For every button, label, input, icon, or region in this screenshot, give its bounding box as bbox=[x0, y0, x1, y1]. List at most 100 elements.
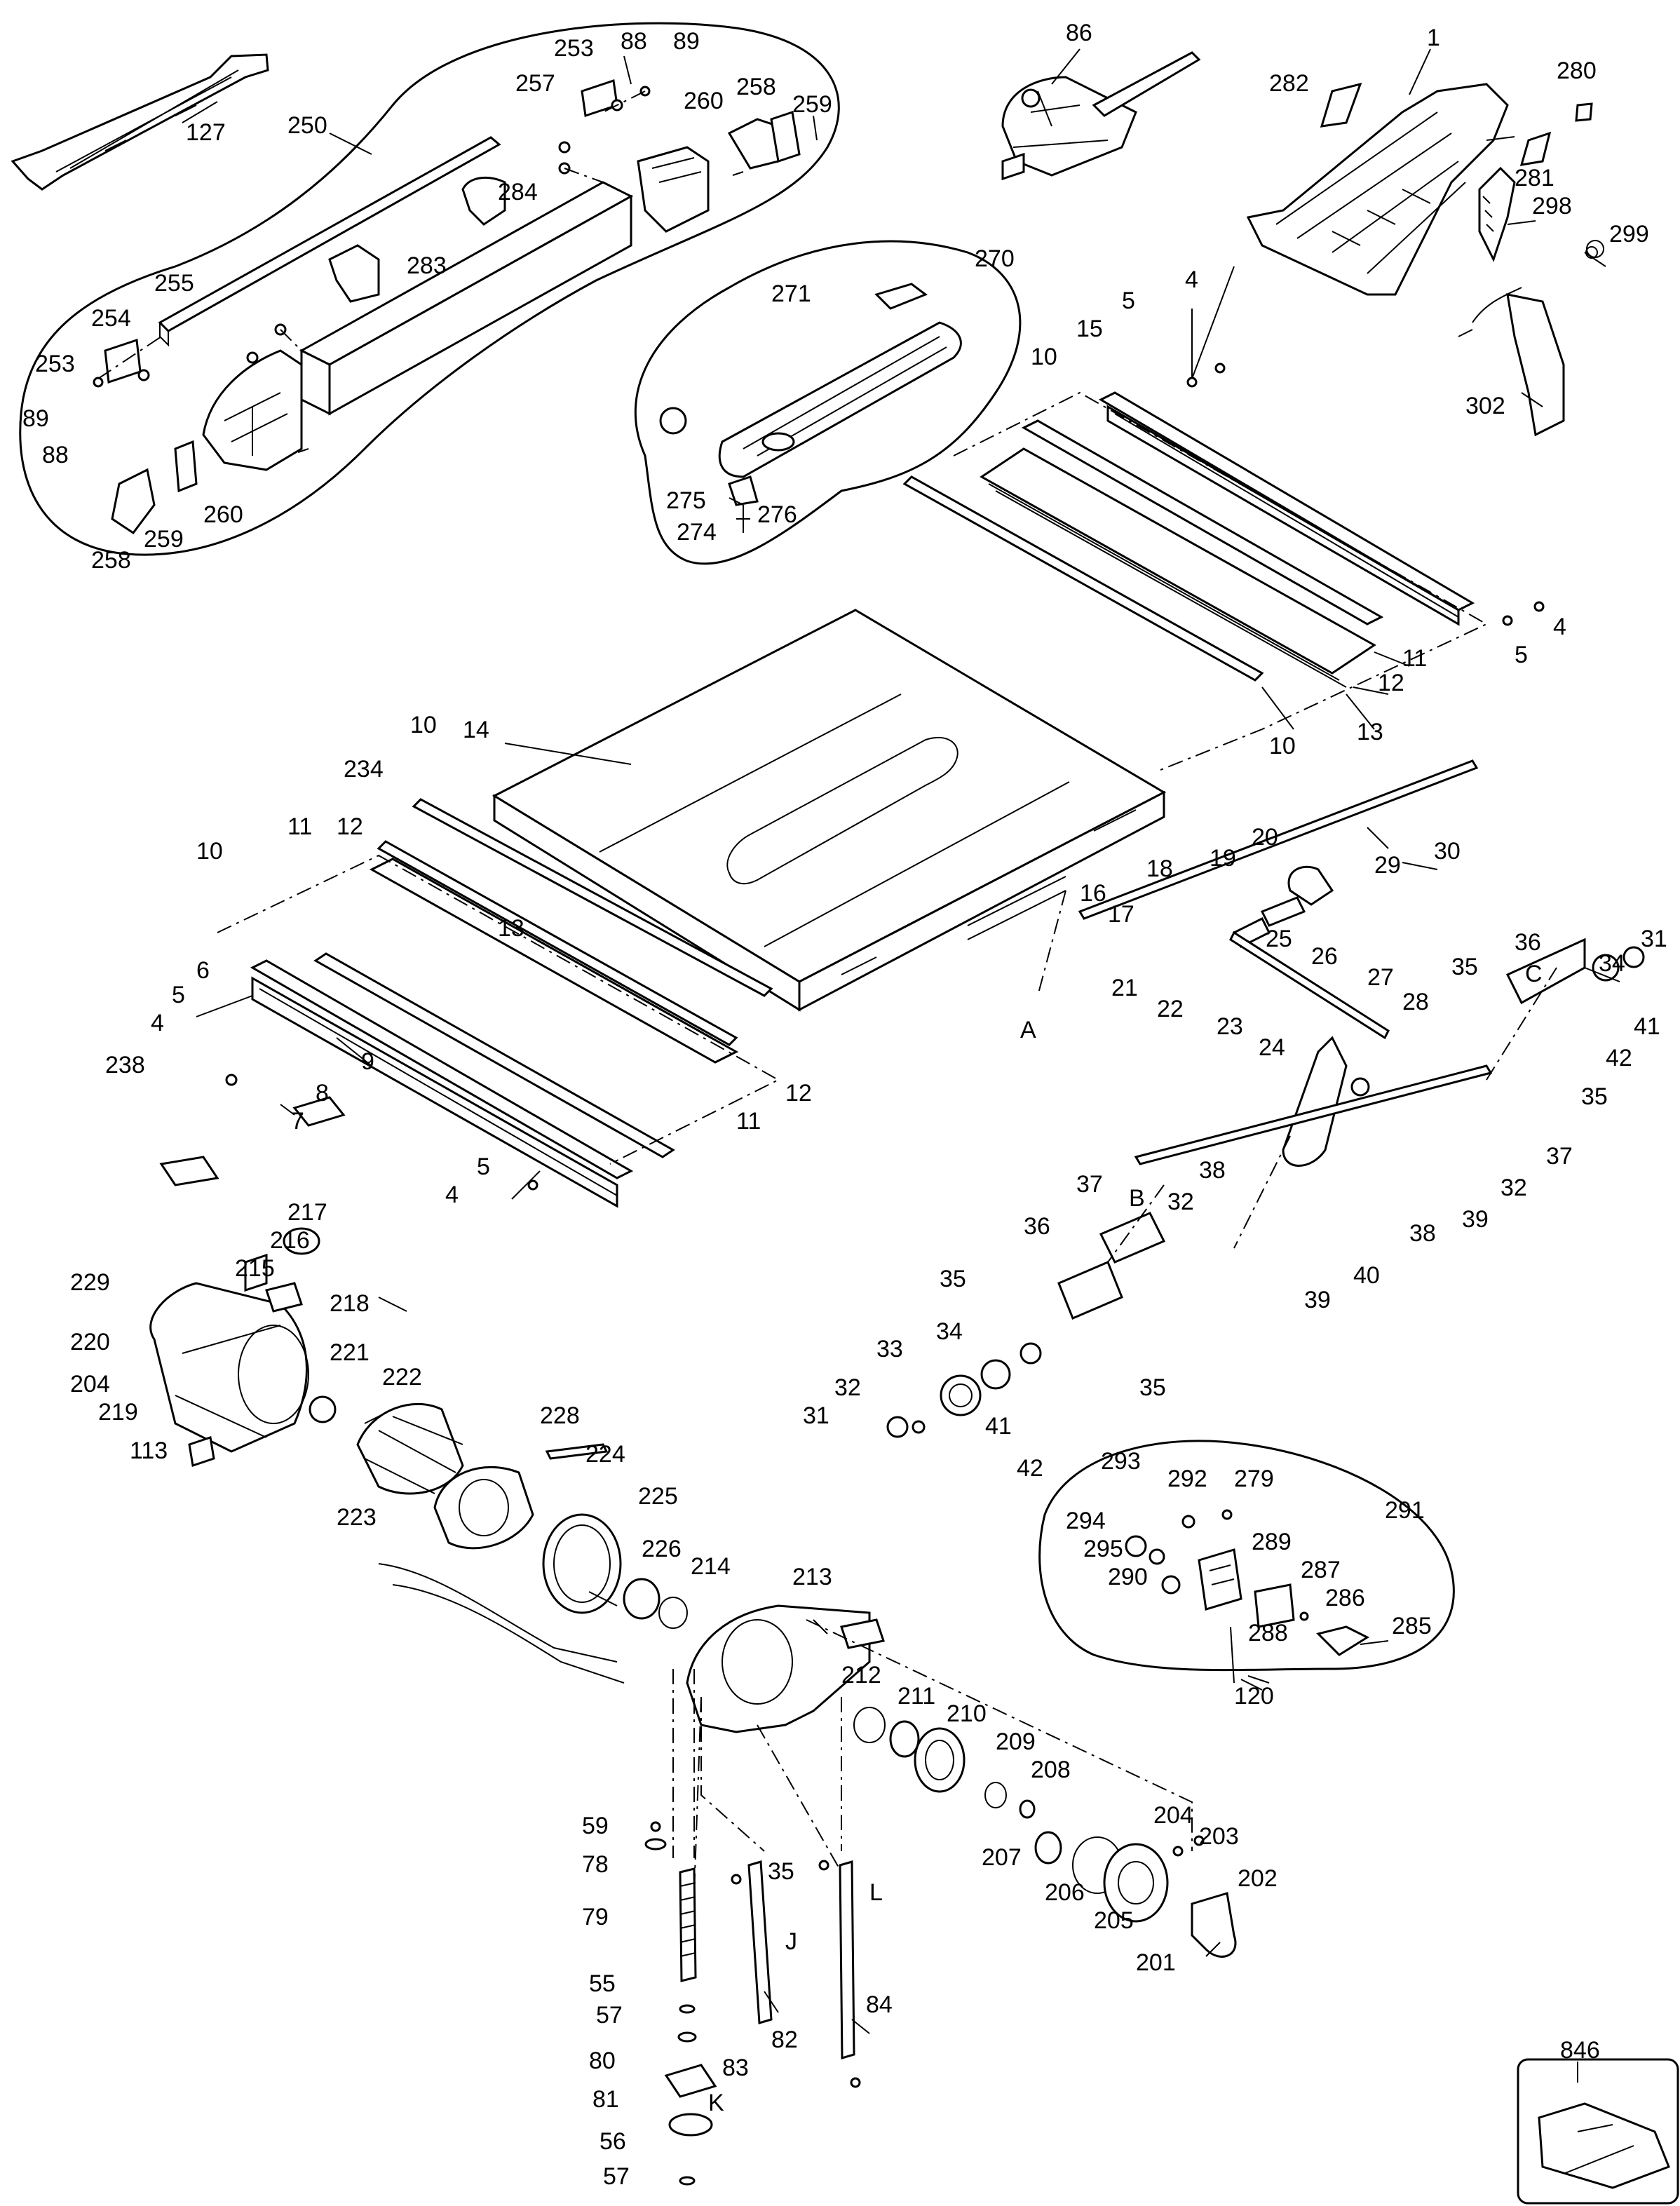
callout-81: 81 bbox=[592, 2086, 619, 2113]
callout-204b: 204 bbox=[1153, 1802, 1193, 1829]
callout-291: 291 bbox=[1385, 1497, 1425, 1524]
callout-205: 205 bbox=[1094, 1907, 1134, 1934]
callout-37a: 37 bbox=[1546, 1143, 1573, 1170]
callout-212: 212 bbox=[841, 1662, 881, 1689]
callout-57a: 57 bbox=[596, 2002, 623, 2029]
callout-260b: 260 bbox=[203, 501, 243, 528]
callout-18: 18 bbox=[1146, 855, 1173, 882]
callout-222: 222 bbox=[382, 1364, 422, 1390]
callout-27: 27 bbox=[1367, 964, 1394, 991]
callout-34b: 34 bbox=[936, 1318, 963, 1345]
callout-210: 210 bbox=[947, 1700, 987, 1727]
callout-217: 217 bbox=[287, 1199, 327, 1226]
callout-1: 1 bbox=[1427, 25, 1440, 51]
callout-224: 224 bbox=[585, 1441, 625, 1468]
callout-36b: 36 bbox=[1024, 1213, 1050, 1240]
callout-80: 80 bbox=[589, 2048, 616, 2074]
callout-229: 229 bbox=[70, 1269, 110, 1296]
callout-78: 78 bbox=[582, 1851, 609, 1878]
connector-B: B bbox=[1129, 1185, 1145, 1212]
support-posts bbox=[700, 1697, 861, 2088]
callout-299: 299 bbox=[1609, 221, 1649, 248]
callout-41a: 41 bbox=[1634, 1013, 1660, 1040]
rip-fence-assembly bbox=[19, 22, 840, 556]
callout-19: 19 bbox=[1210, 845, 1236, 872]
callout-13b: 13 bbox=[498, 915, 524, 942]
callout-201: 201 bbox=[1136, 1949, 1176, 1976]
gear-case bbox=[686, 1604, 1237, 1958]
callout-120: 120 bbox=[1234, 1683, 1274, 1710]
connector-J: J bbox=[785, 1928, 797, 1955]
callout-258a: 258 bbox=[736, 74, 776, 100]
push-stick bbox=[11, 53, 269, 191]
callout-35e: 35 bbox=[768, 1858, 794, 1885]
callout-204a: 204 bbox=[70, 1371, 110, 1398]
callout-293: 293 bbox=[1101, 1448, 1141, 1475]
callout-213: 213 bbox=[792, 1564, 832, 1590]
connector-L: L bbox=[869, 1879, 883, 1906]
callout-254: 254 bbox=[91, 305, 131, 332]
callout-32a: 32 bbox=[1501, 1175, 1527, 1201]
callout-22: 22 bbox=[1157, 996, 1184, 1022]
callout-220: 220 bbox=[70, 1329, 110, 1355]
callout-216: 216 bbox=[270, 1227, 310, 1254]
callout-257: 257 bbox=[515, 70, 555, 97]
callout-14: 14 bbox=[463, 717, 489, 743]
callout-259a: 259 bbox=[792, 91, 832, 118]
callout-88a: 88 bbox=[621, 28, 647, 55]
callout-219: 219 bbox=[98, 1399, 138, 1426]
callout-9: 9 bbox=[361, 1048, 374, 1075]
callout-215: 215 bbox=[235, 1255, 275, 1282]
throat-plate-assembly bbox=[634, 240, 1022, 565]
callout-218: 218 bbox=[330, 1290, 370, 1317]
callout-206: 206 bbox=[1045, 1879, 1085, 1906]
callout-270: 270 bbox=[975, 245, 1015, 272]
callout-28: 28 bbox=[1402, 989, 1429, 1015]
callout-298: 298 bbox=[1532, 193, 1572, 219]
callout-259b: 259 bbox=[144, 526, 184, 553]
callout-289: 289 bbox=[1252, 1529, 1292, 1555]
callout-283: 283 bbox=[407, 252, 447, 279]
callout-5d: 5 bbox=[477, 1153, 490, 1180]
callout-31a: 31 bbox=[1641, 926, 1667, 952]
callout-32c: 32 bbox=[834, 1374, 861, 1401]
callout-16: 16 bbox=[1080, 880, 1106, 907]
callout-280: 280 bbox=[1557, 57, 1597, 84]
callout-89b: 89 bbox=[22, 405, 49, 432]
left-rail-assembly bbox=[159, 798, 780, 1208]
callout-284: 284 bbox=[498, 179, 538, 205]
callout-36a: 36 bbox=[1515, 929, 1541, 956]
callout-41b: 41 bbox=[985, 1413, 1012, 1440]
callout-223: 223 bbox=[337, 1504, 377, 1531]
callout-10c: 10 bbox=[410, 712, 437, 738]
callout-57b: 57 bbox=[603, 2163, 630, 2190]
callout-4d: 4 bbox=[445, 1182, 459, 1208]
hardware-kit bbox=[1517, 2058, 1679, 2205]
callout-86: 86 bbox=[1066, 20, 1092, 46]
callout-79: 79 bbox=[582, 1904, 609, 1930]
callout-4a: 4 bbox=[1185, 266, 1198, 293]
callout-238: 238 bbox=[105, 1052, 145, 1078]
callout-288: 288 bbox=[1248, 1620, 1288, 1646]
callout-113: 113 bbox=[130, 1437, 168, 1464]
callout-292: 292 bbox=[1167, 1466, 1207, 1492]
callout-276: 276 bbox=[757, 501, 797, 528]
callout-5c: 5 bbox=[172, 982, 185, 1008]
callout-35d: 35 bbox=[1139, 1374, 1166, 1401]
callout-labels: 1 86 127 250 253 88 89 257 260 258 259 2… bbox=[22, 20, 1667, 2190]
callout-294: 294 bbox=[1066, 1508, 1106, 1534]
callout-59: 59 bbox=[582, 1813, 609, 1839]
callout-37b: 37 bbox=[1076, 1171, 1103, 1198]
callout-84: 84 bbox=[866, 1991, 893, 2018]
callout-4c: 4 bbox=[151, 1010, 164, 1036]
callout-35b: 35 bbox=[1581, 1083, 1608, 1110]
callout-207: 207 bbox=[982, 1844, 1022, 1871]
callout-29: 29 bbox=[1374, 852, 1401, 879]
callout-290: 290 bbox=[1108, 1564, 1148, 1590]
callout-34a: 34 bbox=[1599, 950, 1625, 977]
callout-23: 23 bbox=[1217, 1013, 1243, 1040]
callout-250: 250 bbox=[287, 112, 327, 139]
callout-33: 33 bbox=[876, 1336, 903, 1362]
blade-height-linkage bbox=[886, 759, 1645, 1438]
callout-258b: 258 bbox=[91, 547, 131, 574]
